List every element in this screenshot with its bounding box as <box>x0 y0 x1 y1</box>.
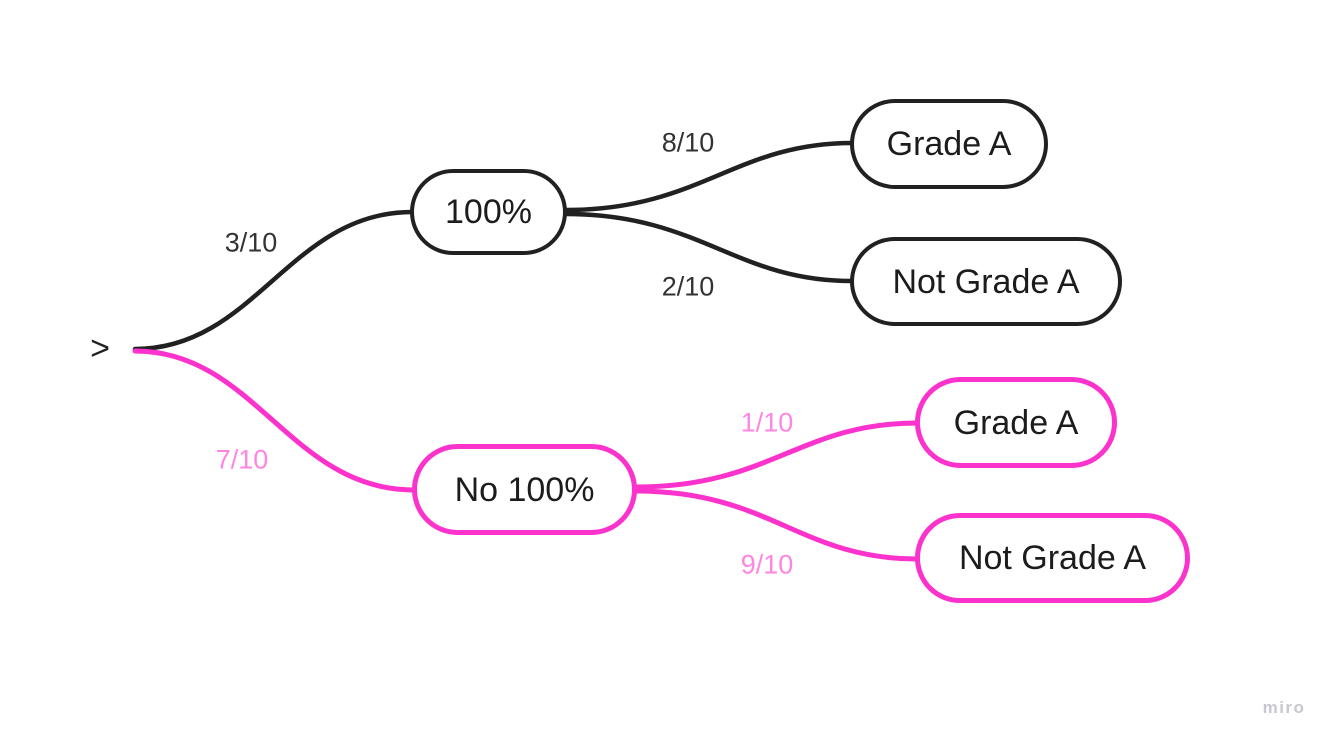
node-not-grade-a-pink[interactable]: Not Grade A <box>915 513 1190 603</box>
node-label: Not Grade A <box>892 262 1080 301</box>
edge-100-to-notGradeA <box>563 211 855 284</box>
node-label: No 100% <box>454 470 595 509</box>
edge-label-3-10[interactable]: 3/10 <box>224 227 278 258</box>
node-label: 100% <box>445 193 532 231</box>
edge-label-7-10[interactable]: 7/10 <box>215 444 269 475</box>
node-100-percent[interactable]: 100% <box>410 169 567 255</box>
node-label: Grade A <box>953 403 1079 442</box>
edge-no100-to-gradeA <box>633 420 920 490</box>
node-grade-a-black[interactable]: Grade A <box>850 99 1048 189</box>
miro-watermark: miro <box>1262 698 1306 717</box>
edge-label-1-10[interactable]: 1/10 <box>740 407 794 438</box>
edge-label-8-10[interactable]: 8/10 <box>661 127 715 158</box>
edge-root-to-no100 <box>132 348 417 493</box>
edge-label-9-10[interactable]: 9/10 <box>740 549 794 580</box>
node-label: Grade A <box>886 125 1012 163</box>
node-grade-a-pink[interactable]: Grade A <box>915 377 1117 468</box>
edge-no100-to-notGradeA <box>633 488 920 562</box>
edge-root-to-100 <box>132 209 415 352</box>
root-collapse-toggle[interactable]: > <box>90 329 110 368</box>
node-label: Not Grade A <box>958 539 1147 577</box>
edge-100-to-gradeA <box>563 140 855 213</box>
node-not-grade-a-black[interactable]: Not Grade A <box>850 237 1122 326</box>
edge-label-2-10[interactable]: 2/10 <box>661 271 715 302</box>
node-no-100-percent[interactable]: No 100% <box>412 444 637 535</box>
